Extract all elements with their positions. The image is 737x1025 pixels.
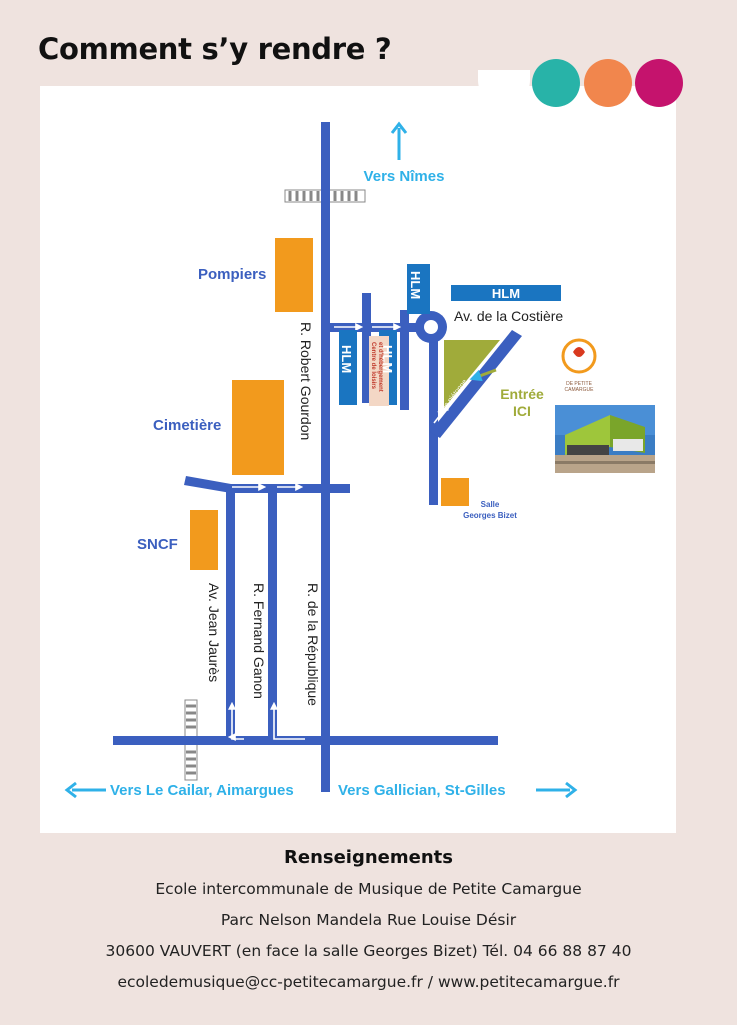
label-salle: Salle [481,500,500,509]
road-cross-north [230,484,350,493]
building-photo [555,405,655,473]
decorative-dot-magenta [635,59,683,107]
info-title: Renseignements [284,847,453,868]
hlm-block-north [407,264,430,314]
roads [113,122,522,792]
road-voie-pietonne [430,330,522,438]
direction-arrows [64,121,578,799]
petite-camargue-logo: DE PETITE CAMARGUE [561,338,597,393]
info-line-contact[interactable]: ecoledemusique@cc-petitecamargue.fr / ww… [117,973,620,991]
svg-text:CAMARGUE: CAMARGUE [565,387,595,393]
svg-text:DE PETITE: DE PETITE [566,381,593,387]
road-side-2 [400,310,409,410]
label-hlm-north: HLM [408,271,423,299]
label-jean-jaures: Av. Jean Jaurès [206,583,222,682]
label-sncf: SNCF [137,536,178,553]
road-direction-arrows [227,323,450,741]
label-pompiers: Pompiers [198,266,266,283]
centre-loisirs-block [369,336,389,406]
hlm-block-east [451,285,561,301]
label-costiere: Av. de la Costière [454,308,563,324]
label-republique: R. de la République [305,583,321,706]
entrance-arrow [469,368,497,382]
info-line-school: Ecole intercommunale de Musique de Petit… [155,880,582,898]
label-hlm-east: HLM [492,286,520,301]
label-hlm-middle: HLM [380,345,395,373]
building-pompiers [275,238,313,312]
label-vers-gallician: Vers Gallician, St-Gilles [338,782,506,799]
hlm-block-west [339,330,357,405]
road-jean-jaures [226,484,235,740]
decorative-dot-orange [584,59,632,107]
info-line-city-phone: 30600 VAUVERT (en face la salle Georges … [105,942,632,960]
label-hlm-west: HLM [339,345,354,373]
label-ici: ICI [513,403,531,419]
label-entree: Entrée [500,386,544,402]
road-south-main [113,736,498,745]
label-robert-gourdon: R. Robert Gourdon [298,322,314,440]
decorative-dot-teal [532,59,580,107]
label-vers-le-cailar: Vers Le Cailar, Aimargues [110,782,294,799]
page-title: Comment s’y rendre ? [38,32,392,66]
info-line-address: Parc Nelson Mandela Rue Louise Désir [220,911,517,929]
label-vers-nimes: Vers Nîmes [364,168,445,185]
label-cimetiere: Cimetière [153,417,221,434]
label-georges-bizet: Georges Bizet [463,511,517,520]
road-diagonal-west [184,476,231,493]
label-centre-loisirs-1: Centre de loisirs [370,342,376,390]
building-salle-georges-bizet [441,478,469,506]
road-robert-gourdon [321,122,330,792]
road-side-1 [362,293,371,403]
road-fernand-ganon [268,484,277,740]
label-fernand-ganon: R. Fernand Ganon [251,583,267,699]
building-cimetiere [232,380,284,475]
road-east [429,330,438,505]
label-centre-loisirs-2: et d'hébergement [377,342,383,392]
building-sncf [190,510,218,570]
